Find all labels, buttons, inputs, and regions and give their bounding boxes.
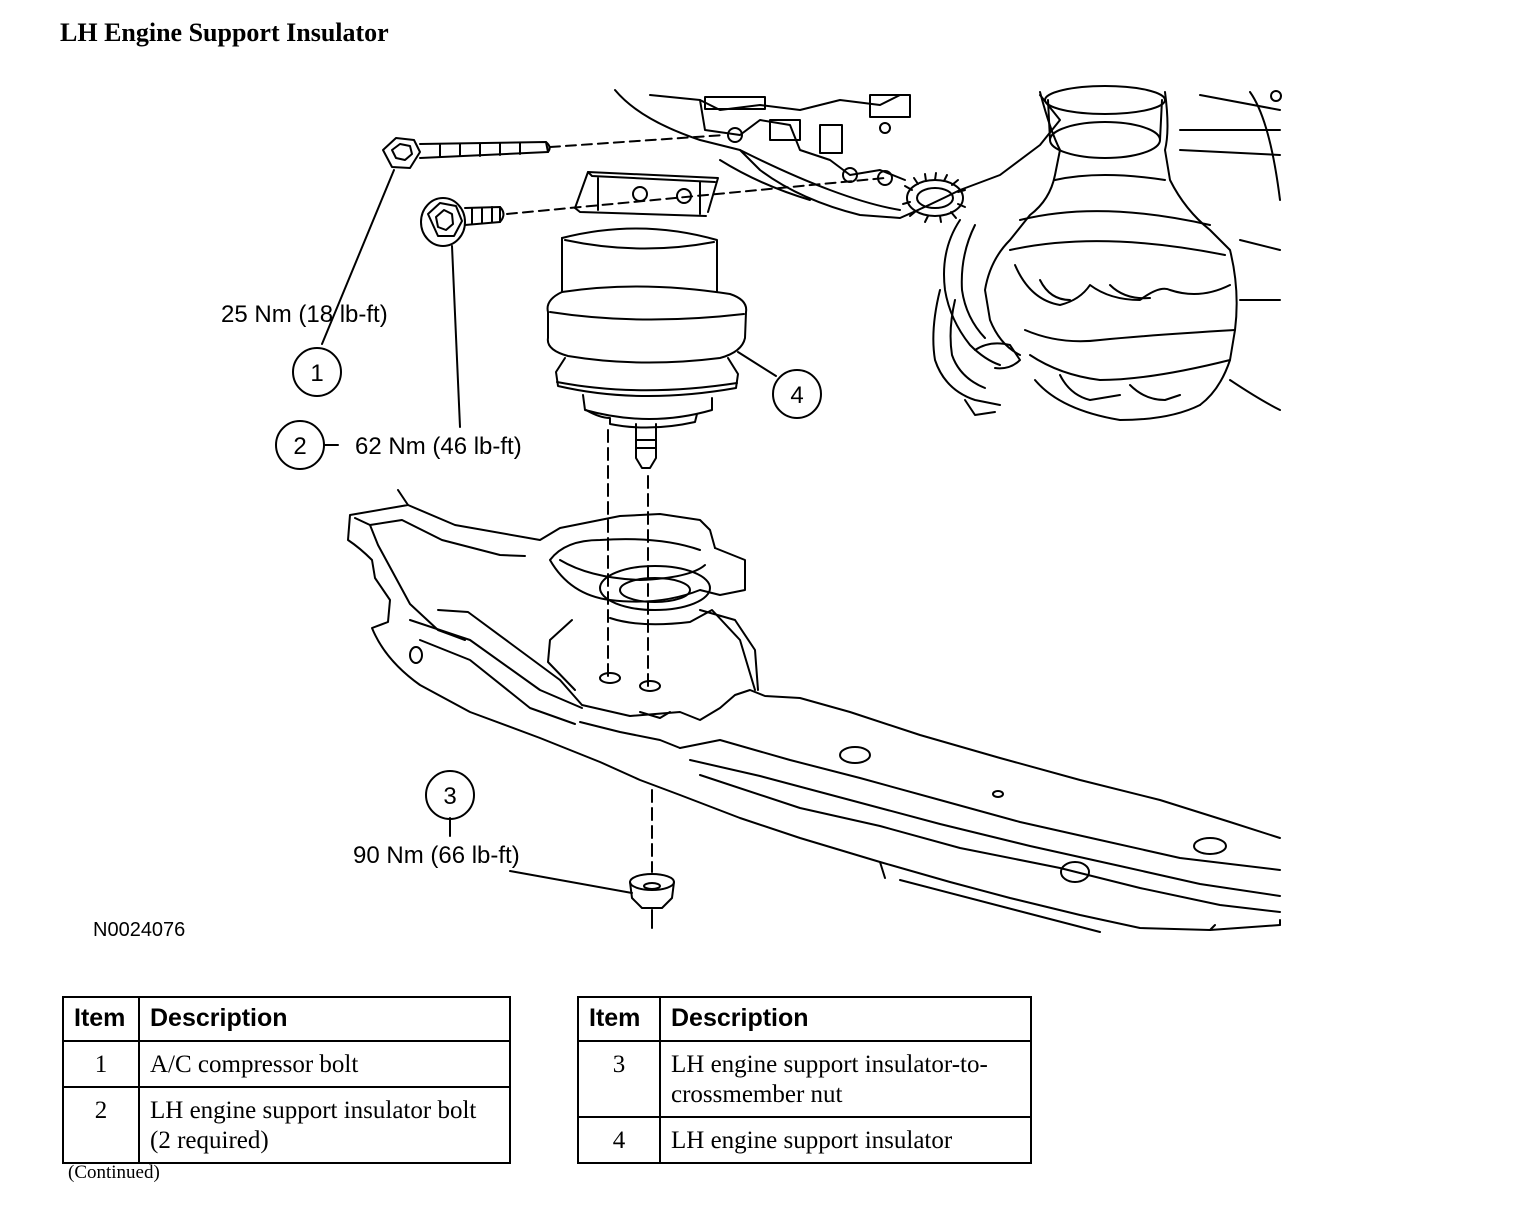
legend-row: 2 LH engine support insulator bolt (2 re… <box>62 1086 511 1164</box>
crossmember-nut <box>629 873 675 929</box>
legend-item-description: LH engine support insulator bolt (2 requ… <box>138 1086 511 1164</box>
legend-header-item: Item <box>577 996 661 1042</box>
continued-note: (Continued) <box>68 1162 160 1183</box>
legend-header-description: Description <box>659 996 1032 1042</box>
ac-compressor-bolt <box>382 137 551 169</box>
legend-table-right: Item Description 3 LH engine support ins… <box>577 996 1032 1164</box>
torque-label-2: 62 Nm (46 lb-ft) <box>355 433 522 460</box>
callout-number-2: 2 <box>293 433 306 460</box>
legend-item-number: 1 <box>62 1040 140 1088</box>
legend-header-row: Item Description <box>62 996 511 1042</box>
legend-header-item: Item <box>62 996 140 1042</box>
insulator-bolt <box>420 197 505 247</box>
legend-item-description: A/C compressor bolt <box>138 1040 511 1088</box>
legend-row: 3 LH engine support insulator-to-crossme… <box>577 1040 1032 1118</box>
callout-number-1: 1 <box>310 360 323 387</box>
legend-item-description: LH engine support insulator <box>659 1116 1032 1164</box>
legend-item-number: 3 <box>577 1040 661 1118</box>
engine-assembly-illustration <box>614 85 1282 421</box>
exploded-view-diagram: 1 2 3 4 25 Nm (18 lb-ft) 62 Nm (46 lb-ft… <box>221 85 1282 933</box>
torque-label-3: 90 Nm (66 lb-ft) <box>353 842 520 869</box>
figure-id: N0024076 <box>93 919 186 941</box>
legend-row: 4 LH engine support insulator <box>577 1116 1032 1164</box>
legend-item-number: 4 <box>577 1116 661 1164</box>
legend-header-description: Description <box>138 996 511 1042</box>
callout-number-3: 3 <box>443 783 456 810</box>
torque-label-1: 25 Nm (18 lb-ft) <box>221 301 388 328</box>
legend-table-left: Item Description 1 A/C compressor bolt 2… <box>62 996 511 1164</box>
legend-item-number: 2 <box>62 1086 140 1164</box>
legend-header-row: Item Description <box>577 996 1032 1042</box>
page-title: LH Engine Support Insulator <box>60 18 389 47</box>
engine-support-insulator <box>546 171 748 469</box>
legend-item-description: LH engine support insulator-to-crossmemb… <box>659 1040 1032 1118</box>
legend-row: 1 A/C compressor bolt <box>62 1040 511 1088</box>
callout-number-4: 4 <box>790 382 803 409</box>
crossmember-illustration <box>347 489 1281 933</box>
